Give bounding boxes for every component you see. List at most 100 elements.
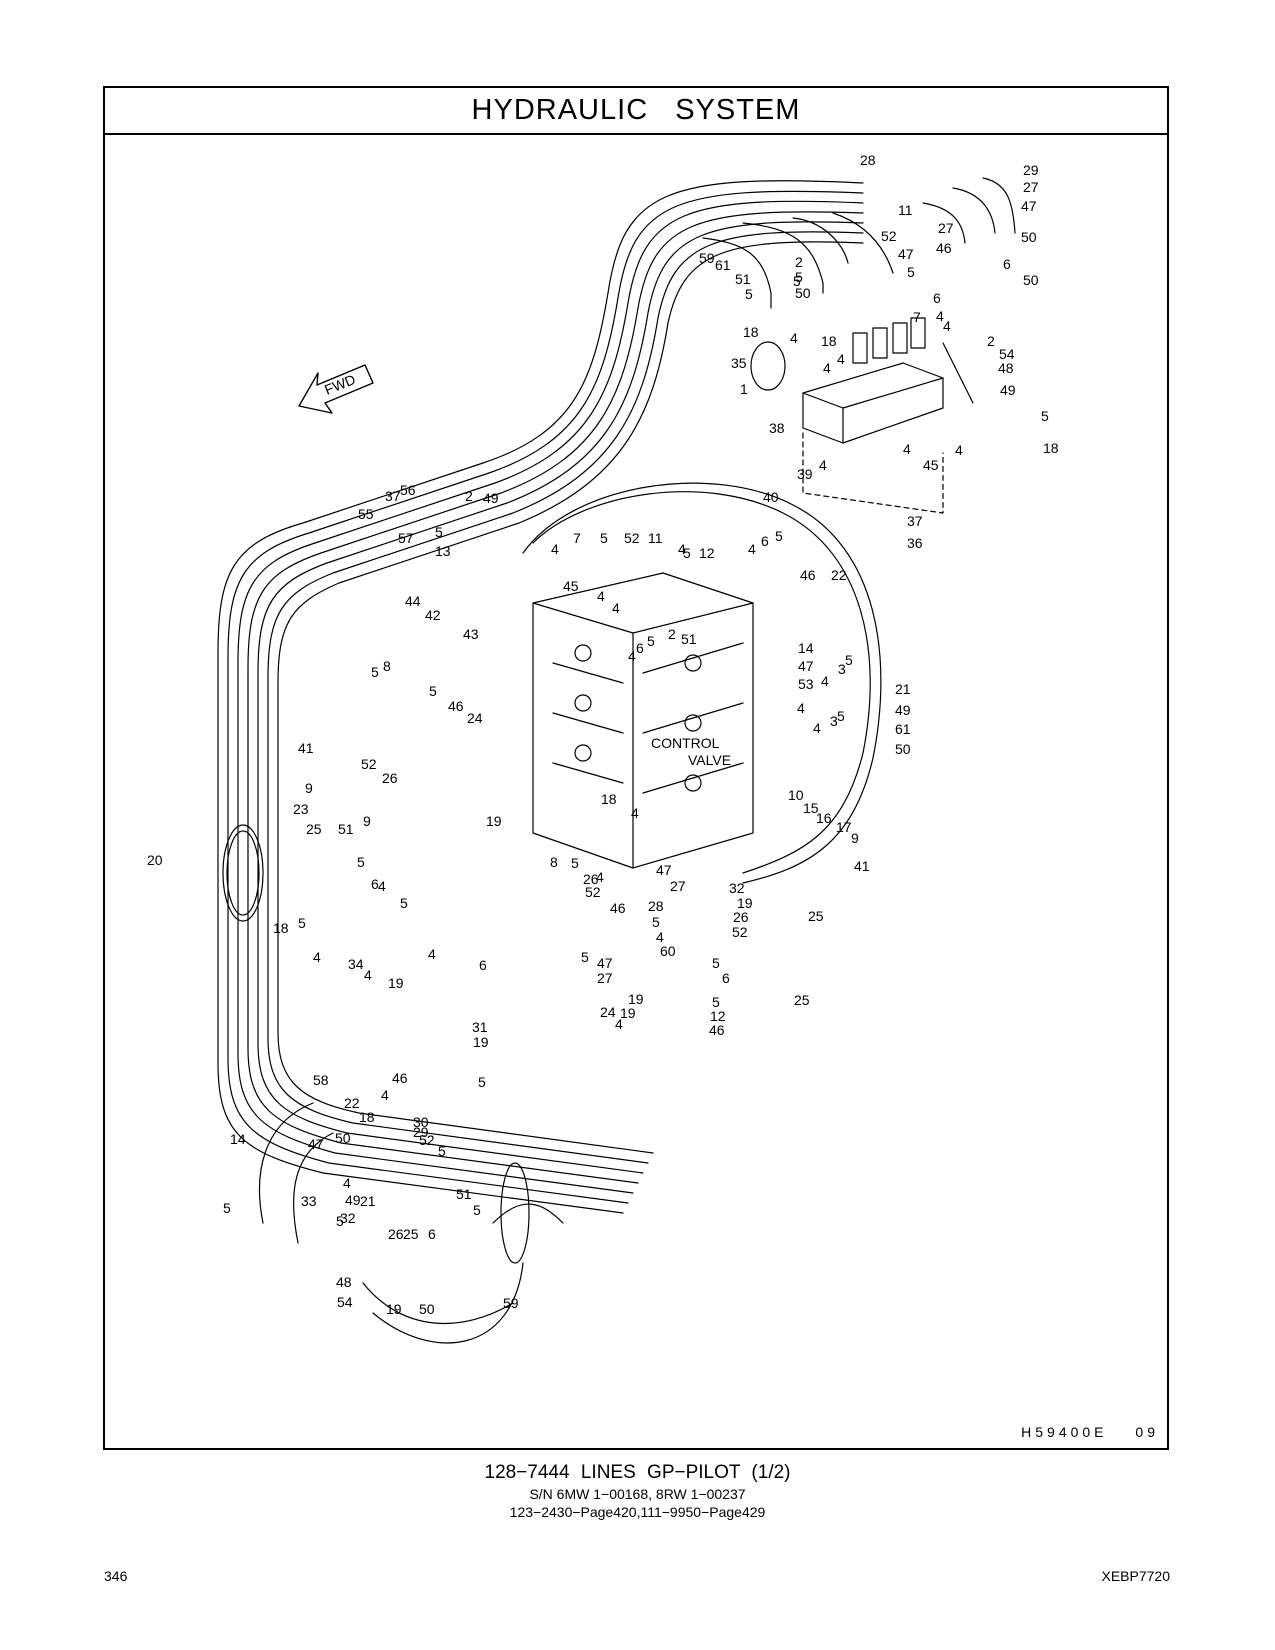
callout-label: 54 — [999, 346, 1015, 362]
callout-label: 5 — [581, 949, 589, 965]
callout-label: 5 — [400, 895, 408, 911]
callout-label: 5 — [223, 1200, 231, 1216]
callout-label: 12 — [710, 1008, 726, 1024]
callout-label: 1 — [740, 381, 748, 397]
callout-label: 14 — [798, 640, 814, 656]
callout-label: 4 — [364, 967, 372, 983]
callout-label: 46 — [709, 1022, 725, 1038]
caption-part-number: 128−7444 LINES GP−PILOT (1/2) — [484, 1462, 791, 1483]
page-title: HYDRAULIC SYSTEM — [471, 94, 801, 126]
callout-label: 23 — [293, 801, 309, 817]
callout-label: 27 — [597, 970, 613, 986]
callout-label: 18 — [743, 324, 759, 340]
callout-label: 18 — [359, 1109, 375, 1125]
callout-label: 46 — [610, 900, 626, 916]
callout-label: 55 — [358, 506, 374, 522]
callout-label: 22 — [344, 1095, 360, 1111]
callout-label: 24 — [467, 710, 483, 726]
control-valve-label-line2: VALVE — [688, 752, 731, 768]
callout-label: 7 — [913, 309, 921, 325]
callout-label: 4 — [797, 700, 805, 716]
callout-label: 4 — [612, 600, 620, 616]
callout-label: 41 — [854, 858, 870, 874]
callout-label: 5 — [357, 854, 365, 870]
callout-label: 50 — [419, 1301, 435, 1317]
callout-label: 4 — [821, 673, 829, 689]
callout-label: 35 — [731, 355, 747, 371]
callout-label: 5 — [298, 915, 306, 931]
callout-label: 15 — [803, 800, 819, 816]
callout-label: 4 — [823, 360, 831, 376]
callout-label: 50 — [335, 1130, 351, 1146]
callout-label: 4 — [748, 541, 756, 557]
callout-label: 38 — [769, 420, 785, 436]
caption-page-references: 123−2430−Page420,111−9950−Page429 — [509, 1504, 766, 1520]
callout-label: 52 — [585, 884, 601, 900]
callout-label: 27 — [1023, 179, 1039, 195]
callout-label: 33 — [301, 1193, 317, 1209]
callout-label: 5 — [336, 1213, 344, 1229]
callout-label: 58 — [313, 1072, 329, 1088]
callout-label: 4 — [837, 351, 845, 367]
callout-label: 11 — [648, 530, 663, 546]
callout-label: 5 — [371, 664, 379, 680]
callout-label: 4 — [813, 720, 821, 736]
callout-label: 2 — [795, 254, 803, 270]
callout-label: 36 — [907, 535, 923, 551]
callout-label: 19 — [388, 975, 404, 991]
callout-label: 5 — [435, 524, 443, 540]
callout-label: 5 — [837, 708, 845, 724]
callout-label: 4 — [628, 648, 636, 664]
callout-label: 49 — [895, 702, 911, 718]
callout-label: 52 — [732, 924, 748, 940]
callout-label: 4 — [343, 1175, 351, 1191]
callout-label: 17 — [836, 819, 852, 835]
callout-label: 20 — [147, 852, 163, 868]
callout-label: 19 — [620, 1005, 636, 1021]
callout-label: 47 — [1021, 198, 1037, 214]
callout-label: 5 — [1041, 408, 1049, 424]
callout-label: 5 — [907, 264, 915, 280]
callout-label: 6 — [636, 640, 644, 656]
callout-label: 2 — [987, 333, 995, 349]
callout-label: 10 — [788, 787, 804, 803]
callout-label: 5 — [712, 994, 720, 1010]
callout-label: 5 — [438, 1143, 446, 1159]
control-valve-loop — [522, 482, 882, 884]
callout-label: 50 — [1023, 272, 1039, 288]
callout-label: 46 — [936, 240, 952, 256]
callout-label: 41 — [298, 740, 314, 756]
callout-label: 4 — [943, 318, 951, 334]
callout-label: 54 — [337, 1294, 353, 1310]
callout-label: 5 — [478, 1074, 486, 1090]
callout-label: 56 — [400, 482, 416, 498]
callout-label: 49 — [483, 490, 499, 506]
callout-label: 25 — [794, 992, 810, 1008]
callout-label: 5 — [473, 1202, 481, 1218]
callout-label: 5 — [652, 914, 660, 930]
callout-label: 19 — [737, 895, 753, 911]
caption-serial-numbers: S/N 6MW 1−00168, 8RW 1−00237 — [529, 1486, 746, 1502]
callout-label: 44 — [405, 593, 421, 609]
callout-label: 39 — [797, 466, 813, 482]
title-bar: HYDRAULIC SYSTEM — [105, 88, 1167, 135]
callout-label: 18 — [1043, 440, 1059, 456]
callout-label: 45 — [923, 457, 939, 473]
callout-label: 29 — [1023, 162, 1039, 178]
callout-label: 51 — [338, 821, 354, 837]
callout-label: 37 — [385, 488, 401, 504]
callout-label: 5 — [571, 855, 579, 871]
pilot-line-bundle — [217, 180, 864, 1214]
drawing-ref-code: H59400E — [1021, 1424, 1108, 1440]
callout-label: 13 — [435, 543, 451, 559]
callout-label: 47 — [597, 955, 613, 971]
callout-label: 28 — [648, 898, 664, 914]
callout-label: 22 — [831, 567, 847, 583]
callout-label: 46 — [800, 567, 816, 583]
callout-label: 4 — [615, 1016, 623, 1032]
document-id: XEBP7720 — [1101, 1568, 1171, 1584]
callout-label: 52 — [361, 756, 377, 772]
callout-label: 25 — [306, 821, 322, 837]
callout-label: 50 — [1021, 229, 1037, 245]
